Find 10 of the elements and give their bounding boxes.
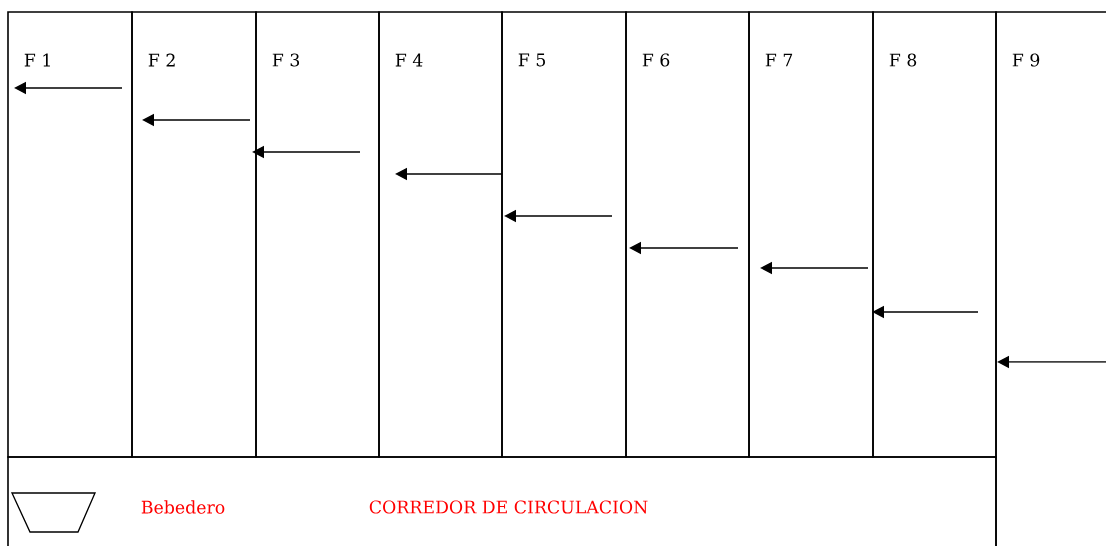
symbol-label: Bebedero <box>141 500 225 514</box>
pen-box: F 6 <box>625 11 750 458</box>
pen-box: F 2 <box>131 11 257 458</box>
pen-box: F 1 <box>7 11 133 458</box>
pen-box: F 9 <box>995 11 1106 546</box>
pen-box: F 8 <box>872 11 997 458</box>
pen-box: F 7 <box>748 11 874 458</box>
pen-box: F 3 <box>255 11 380 458</box>
pen-box: F 4 <box>378 11 503 458</box>
pen-box: F 5 <box>501 11 627 458</box>
